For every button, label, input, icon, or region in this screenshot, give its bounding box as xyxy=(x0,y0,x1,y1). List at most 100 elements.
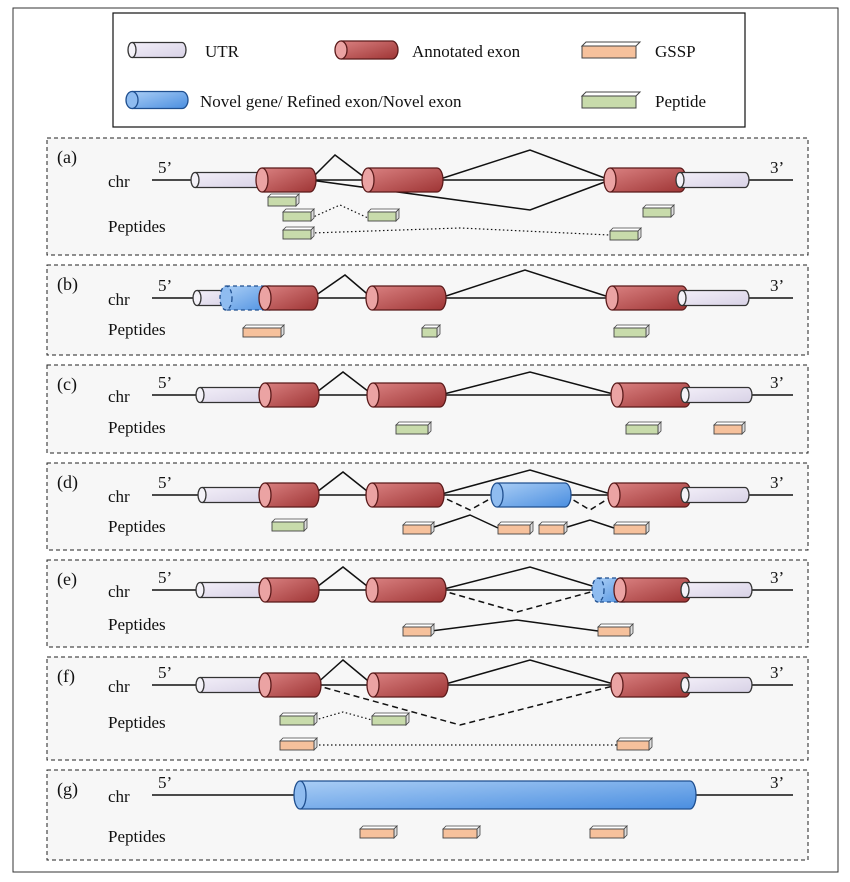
annotated-exon xyxy=(258,382,320,408)
annotated-exon xyxy=(366,382,447,408)
chr-label: chr xyxy=(108,172,130,191)
utr-segment xyxy=(680,676,753,694)
panel-label: (b) xyxy=(57,274,78,295)
annotated-exon xyxy=(607,482,692,508)
splice-junction xyxy=(439,371,618,396)
panel-label: (d) xyxy=(57,472,78,493)
peptide-block xyxy=(395,421,432,435)
legend-peptide-icon xyxy=(580,91,642,109)
splice-junction xyxy=(312,371,374,396)
annotated-exon xyxy=(610,672,692,698)
annotated-exon xyxy=(258,577,320,603)
splice-junction xyxy=(314,659,374,686)
gssp-block xyxy=(242,324,285,338)
novel-exon xyxy=(490,482,572,508)
peptide-block xyxy=(642,204,675,218)
legend-novel-label: Novel gene/ Refined exon/Novel exon xyxy=(200,92,462,111)
gssp-block xyxy=(589,825,628,839)
chr-label: chr xyxy=(108,582,130,601)
peptide-block xyxy=(367,208,400,222)
panel-label: (f) xyxy=(57,666,75,687)
legend-exon-label: Annotated exon xyxy=(412,42,521,61)
gssp-block xyxy=(497,521,534,535)
annotated-exon xyxy=(258,285,319,311)
annotated-exon xyxy=(605,285,689,311)
annotated-exon xyxy=(258,482,320,508)
peptides-label: Peptides xyxy=(108,713,166,732)
gssp-block xyxy=(538,521,568,535)
three-prime-label: 3’ xyxy=(770,373,784,392)
annotated-exon xyxy=(361,167,444,193)
legend-box xyxy=(112,12,746,128)
peptides-label: Peptides xyxy=(108,517,166,536)
three-prime-label: 3’ xyxy=(770,773,784,792)
peptide-block xyxy=(625,421,662,435)
panel-label: (g) xyxy=(57,779,78,800)
peptide-block xyxy=(609,227,642,241)
utr-segment xyxy=(680,386,753,404)
legend-exon-icon xyxy=(334,40,399,60)
legend-gssp-label: GSSP xyxy=(655,42,696,61)
legend-gssp-icon xyxy=(580,41,642,59)
gssp-block xyxy=(402,521,435,535)
splice-junction xyxy=(441,659,618,686)
utr-segment xyxy=(675,171,750,189)
peptides-label: Peptides xyxy=(108,217,166,236)
panel-frame xyxy=(46,364,809,454)
chr-label: chr xyxy=(108,787,130,806)
peptide-block xyxy=(282,226,315,240)
legend-peptide-label: Peptide xyxy=(655,92,706,111)
annotated-exon xyxy=(365,285,447,311)
peptide-block xyxy=(371,712,410,726)
splice-junction xyxy=(310,204,369,219)
gssp-block xyxy=(616,737,653,751)
peptide-block xyxy=(267,193,300,207)
gssp-block xyxy=(613,521,650,535)
peptide-block xyxy=(613,324,650,338)
gssp-block xyxy=(402,623,435,637)
annotated-exon xyxy=(258,672,322,698)
utr-segment xyxy=(677,289,750,307)
splice-junction xyxy=(314,711,373,721)
five-prime-label: 5’ xyxy=(158,276,172,295)
annotated-exon xyxy=(255,167,317,193)
peptide-block xyxy=(279,712,318,726)
peptides-label: Peptides xyxy=(108,418,166,437)
annotated-exon xyxy=(365,482,445,508)
splice-junction xyxy=(439,269,613,299)
splice-junction xyxy=(309,154,369,181)
peptide-block xyxy=(271,518,308,532)
chr-label: chr xyxy=(108,487,130,506)
chr-label: chr xyxy=(108,290,130,309)
splice-junction xyxy=(436,149,611,181)
panel-label: (a) xyxy=(57,147,77,168)
gssp-block xyxy=(597,623,634,637)
splice-junction xyxy=(563,519,615,529)
splice-junction xyxy=(311,274,373,299)
peptide-block xyxy=(421,324,441,338)
splice-junction xyxy=(310,227,611,236)
panel-label: (e) xyxy=(57,569,77,590)
splice-junction xyxy=(430,514,499,529)
gssp-block xyxy=(442,825,481,839)
panel-label: (c) xyxy=(57,374,77,395)
novel-exon xyxy=(293,780,697,810)
annotated-exon xyxy=(366,672,449,698)
chr-label: chr xyxy=(108,387,130,406)
annotated-exon xyxy=(603,167,687,193)
gssp-block xyxy=(279,737,318,751)
three-prime-label: 3’ xyxy=(770,473,784,492)
peptides-label: Peptides xyxy=(108,320,166,339)
splice-junction xyxy=(439,589,599,613)
annotated-exon xyxy=(613,577,692,603)
annotated-exon xyxy=(610,382,692,408)
five-prime-label: 5’ xyxy=(158,158,172,177)
five-prime-label: 5’ xyxy=(158,568,172,587)
utr-segment xyxy=(190,171,270,189)
splice-junction xyxy=(312,471,373,496)
three-prime-label: 3’ xyxy=(770,568,784,587)
three-prime-label: 3’ xyxy=(770,158,784,177)
